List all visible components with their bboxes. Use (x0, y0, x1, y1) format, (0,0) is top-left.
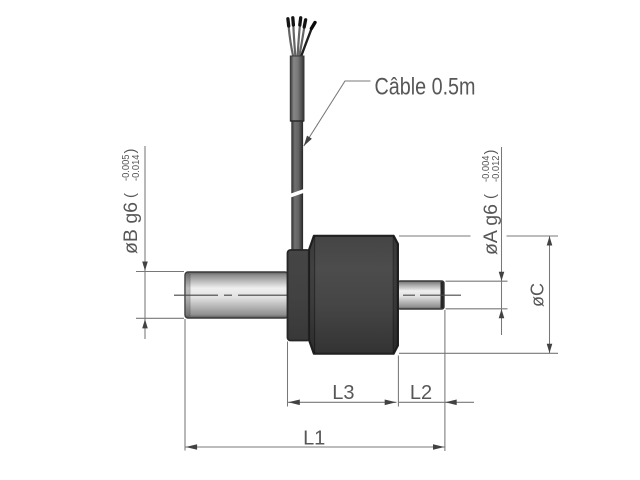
svg-text:Câble 0.5m: Câble 0.5m (375, 74, 476, 101)
svg-text:L2: L2 (410, 382, 432, 404)
svg-text:-0.012: -0.012 (490, 155, 502, 182)
svg-text:): ) (482, 150, 499, 155)
svg-text:øA g6: øA g6 (480, 204, 502, 255)
svg-text:-0.005: -0.005 (120, 154, 132, 181)
svg-text:L3: L3 (332, 382, 354, 404)
svg-text:øB g6: øB g6 (120, 202, 142, 254)
svg-text:L1: L1 (303, 428, 325, 450)
svg-text:): ) (122, 149, 139, 154)
svg-text:(: ( (482, 194, 499, 199)
svg-text:-0.014: -0.014 (130, 154, 142, 181)
svg-text:(: ( (122, 193, 139, 198)
svg-text:-0.004: -0.004 (480, 155, 492, 182)
svg-text:øC: øC (528, 283, 548, 307)
